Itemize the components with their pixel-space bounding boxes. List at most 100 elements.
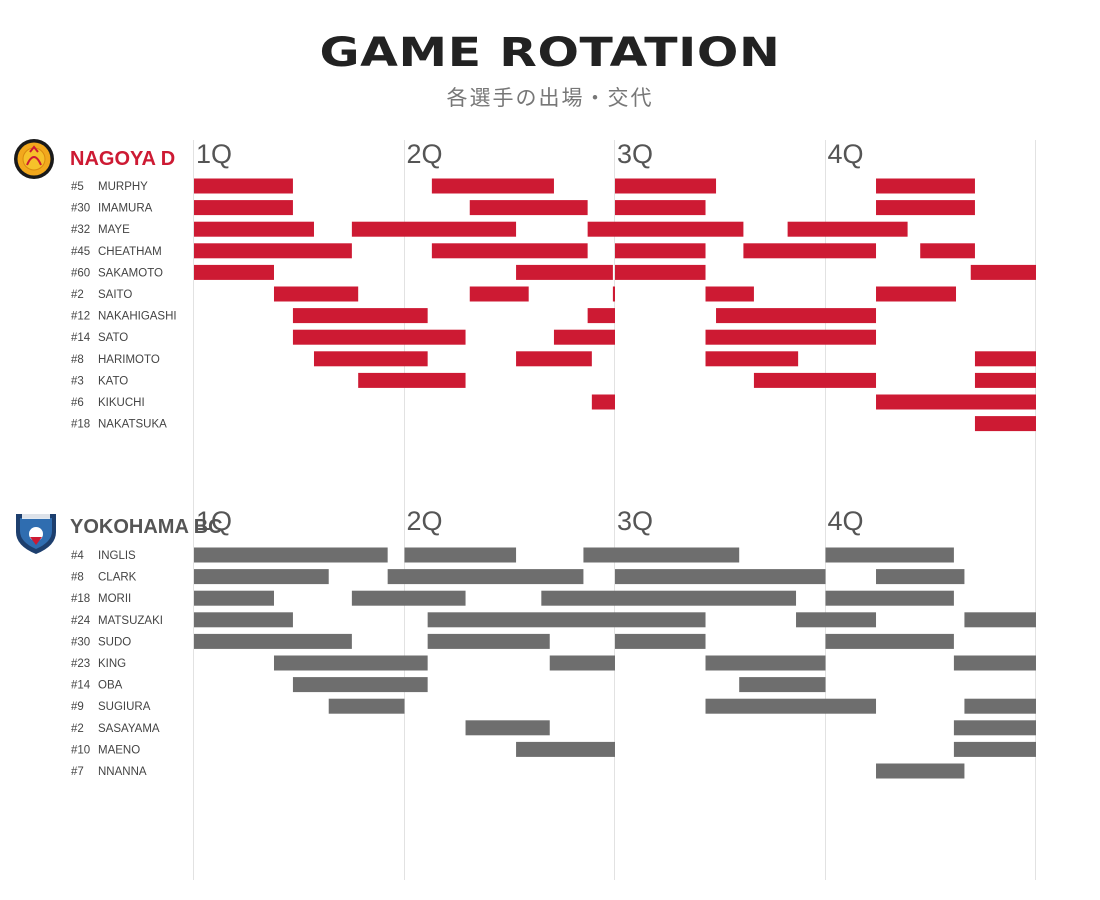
stint-bar: [587, 221, 744, 237]
player-number: #32: [71, 224, 90, 236]
page-subtitle: 各選手の出場・交代: [446, 86, 654, 110]
stint-bar: [615, 264, 706, 280]
player-number: #18: [71, 593, 90, 605]
stint-bar: [194, 633, 352, 649]
nagoya-quarter-label-2q: 2Q: [407, 139, 443, 169]
stint-bar: [953, 741, 1036, 757]
stint-bar: [431, 243, 588, 259]
stint-bar: [194, 547, 388, 563]
player-name: NAKAHIGASHI: [98, 311, 177, 323]
stint-bar: [876, 763, 965, 779]
stint-bar: [553, 329, 615, 345]
stint-bar: [358, 372, 466, 388]
yokohama-logo-icon: [16, 514, 56, 554]
player-name: CLARK: [98, 572, 137, 584]
stint-bar: [876, 200, 975, 216]
stint-bar: [743, 243, 877, 259]
player-number: #9: [71, 701, 84, 713]
stint-bar: [292, 677, 428, 693]
stint-bar: [825, 590, 954, 606]
stint-bar: [516, 351, 592, 367]
yokohama-quarter-label-2q: 2Q: [407, 506, 443, 536]
stint-bar: [351, 221, 517, 237]
player-name: MURPHY: [98, 181, 148, 193]
stint-bar: [583, 547, 740, 563]
stint-bar: [615, 569, 826, 585]
stint-bar: [964, 698, 1036, 714]
stint-bar: [964, 612, 1036, 628]
stint-bar: [615, 200, 706, 216]
stint-bar: [615, 633, 706, 649]
stint-bar: [705, 351, 799, 367]
page-title: GAME ROTATION: [319, 30, 781, 76]
stint-bar: [541, 590, 797, 606]
stint-bar: [404, 547, 517, 563]
stint-bar: [787, 221, 908, 237]
yokohama-quarter-label-1q: 1Q: [196, 506, 232, 536]
stint-bar: [194, 178, 293, 194]
player-name: KING: [98, 658, 126, 670]
player-number: #23: [71, 658, 90, 670]
stint-bar: [292, 308, 428, 324]
player-number: #14: [71, 332, 91, 344]
player-number: #3: [71, 375, 84, 387]
player-name: OBA: [98, 680, 123, 692]
stint-bar: [194, 569, 329, 585]
player-name: KATO: [98, 375, 128, 387]
player-name: SASAYAMA: [98, 723, 160, 735]
stint-bar: [825, 547, 954, 563]
player-name: HARIMOTO: [98, 354, 160, 366]
stint-bar: [194, 200, 293, 216]
player-name: INGLIS: [98, 550, 136, 562]
stint-bar: [292, 329, 466, 345]
player-number: #8: [71, 572, 84, 584]
stint-bar: [427, 612, 706, 628]
stint-bar: [273, 286, 359, 302]
player-name: SUGIURA: [98, 701, 151, 713]
nagoya-quarter-label-3q: 3Q: [617, 139, 653, 169]
player-number: #2: [71, 723, 84, 735]
stint-bar: [953, 655, 1036, 671]
player-number: #30: [71, 636, 90, 648]
stint-bar: [194, 612, 293, 628]
stint-bar: [469, 200, 588, 216]
player-number: #6: [71, 397, 84, 409]
player-number: #12: [71, 311, 90, 323]
player-number: #60: [71, 267, 90, 279]
yokohama-quarter-label-4q: 4Q: [828, 506, 864, 536]
player-name: MAENO: [98, 744, 140, 756]
stint-bar: [387, 569, 584, 585]
player-name: SATO: [98, 332, 128, 344]
player-number: #7: [71, 766, 84, 778]
stint-bar: [753, 372, 877, 388]
stint-bar: [587, 308, 615, 324]
stint-bar: [194, 590, 274, 606]
stint-bar: [716, 308, 877, 324]
player-name: IMAMURA: [98, 203, 153, 215]
stint-bar: [970, 264, 1036, 280]
player-number: #24: [71, 615, 91, 627]
player-name: MATSUZAKI: [98, 615, 163, 627]
stint-bar: [465, 720, 550, 736]
stint-bar: [612, 286, 615, 302]
stint-bar: [974, 351, 1036, 367]
player-number: #18: [71, 419, 90, 431]
team-name-yokohama: YOKOHAMA BC: [70, 516, 223, 538]
stint-bar: [194, 243, 352, 259]
player-number: #8: [71, 354, 84, 366]
player-name: MAYE: [98, 224, 130, 236]
stint-bar: [920, 243, 975, 259]
player-name: SAKAMOTO: [98, 267, 163, 279]
stint-bar: [615, 178, 717, 194]
stint-bar: [876, 178, 975, 194]
stint-bar: [549, 655, 615, 671]
stint-bar: [328, 698, 405, 714]
stint-bar: [974, 372, 1036, 388]
player-number: #4: [71, 550, 84, 562]
stint-bar: [427, 633, 550, 649]
stint-bar: [516, 264, 613, 280]
team-name-nagoya: NAGOYA D: [70, 148, 175, 170]
nagoya-quarter-label-4q: 4Q: [828, 139, 864, 169]
